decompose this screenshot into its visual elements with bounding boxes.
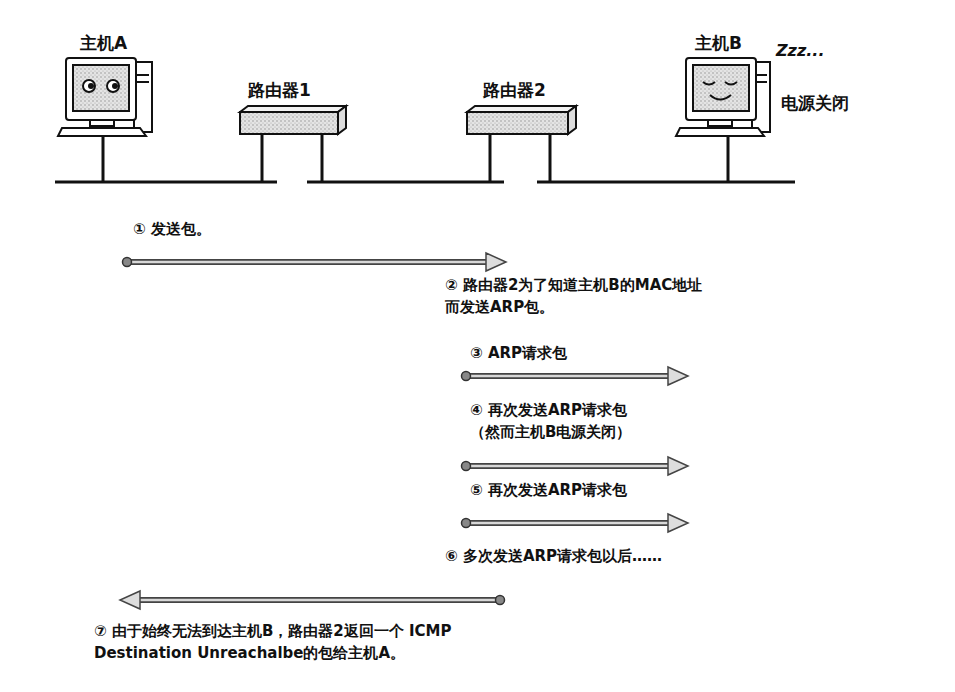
flow-arrows [120, 253, 688, 609]
router-1 [240, 106, 346, 182]
step-text: ⑦ 由于始终无法到达主机B，路由器2返回一个 ICMP Destination … [94, 620, 456, 664]
host-b-computer [676, 58, 770, 182]
step-text: ② 路由器2为了知道主机B的MAC地址 而发送ARP包。 [445, 274, 706, 318]
status-note: 电源关闭 [781, 92, 849, 114]
step-text: ⑤ 再次发送ARP请求包 [470, 479, 627, 501]
sleep-mark: Zzz... [776, 40, 824, 62]
arrow-arp-2 [462, 457, 689, 475]
router-label: 路由器2 [483, 79, 546, 101]
router-2 [467, 106, 576, 182]
arrow-send [123, 253, 507, 271]
network-cable [55, 181, 795, 184]
host-label: 主机B [695, 32, 742, 54]
step-text: ① 发送包。 [133, 218, 211, 240]
step-text: ④ 再次发送ARP请求包 （然而主机B电源关闭） [470, 399, 635, 443]
router-label: 路由器1 [248, 79, 311, 101]
host-a-computer [58, 58, 152, 182]
arrow-arp-3 [462, 514, 689, 532]
step-text: ⑥ 多次发送ARP请求包以后…… [445, 545, 662, 567]
step-text: ③ ARP请求包 [470, 342, 567, 364]
arrow-icmp [120, 591, 505, 609]
host-label: 主机A [80, 32, 127, 54]
arrow-arp-1 [462, 367, 689, 385]
